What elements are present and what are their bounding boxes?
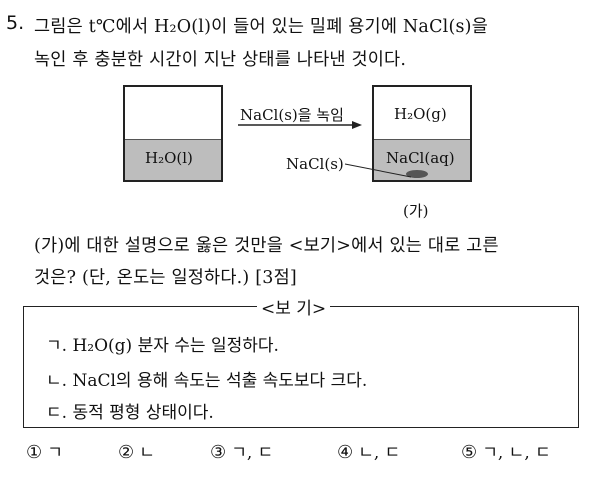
choice-4[interactable]: ④ ㄴ, ㄷ <box>337 438 400 463</box>
prompt-line1: (가)에 대한 설명으로 옳은 것만을 <보기>에서 있는 대로 고른 <box>34 236 499 256</box>
choice-5-text: ㄱ, ㄴ, ㄷ <box>482 443 551 463</box>
bogi-title: <보 기> <box>257 294 331 319</box>
solid-precipitate-icon <box>406 170 428 178</box>
solid-pointer-label: NaCl(s) <box>286 155 344 173</box>
choice-2-text: ㄴ <box>139 443 155 463</box>
question-number: 5. <box>6 12 25 34</box>
choice-2[interactable]: ② ㄴ <box>118 438 155 463</box>
choice-3[interactable]: ③ ㄱ, ㄷ <box>210 438 273 463</box>
prompt-line2: 것은? (단, 온도는 일정하다.) [3점] <box>34 268 297 288</box>
left-liquid-label: H₂O(l) <box>145 149 193 167</box>
choice-4-number: ④ <box>337 442 354 463</box>
left-liquid <box>125 139 221 180</box>
choice-2-number: ② <box>118 442 135 463</box>
choice-1-number: ① <box>26 442 43 463</box>
choice-1-text: ㄱ <box>47 443 63 463</box>
figure-caption: (가) <box>403 202 429 220</box>
choice-5-number: ⑤ <box>461 442 478 463</box>
pointer-line <box>344 163 412 178</box>
choice-5[interactable]: ⑤ ㄱ, ㄴ, ㄷ <box>461 438 551 463</box>
choice-4-text: ㄴ, ㄷ <box>358 443 401 463</box>
choice-3-number: ③ <box>210 442 227 463</box>
vapor-label: H₂O(g) <box>394 105 447 123</box>
solution-label: NaCl(aq) <box>386 149 455 167</box>
question-text-line1: 그림은 t℃에서 H₂O(l)이 들어 있는 밀폐 용기에 NaCl(s)을 <box>34 17 488 37</box>
question-text-line2: 녹인 후 충분한 시간이 지난 상태를 나타낸 것이다. <box>34 50 407 70</box>
choice-3-text: ㄱ, ㄷ <box>231 443 274 463</box>
arrow-label: NaCl(s)을 녹임 <box>240 106 344 124</box>
choice-1[interactable]: ① ㄱ <box>26 438 63 463</box>
bogi-item-1: ㄱ. H₂O(g) 분자 수는 일정하다. <box>46 336 279 356</box>
bogi-item-2: ㄴ. NaCl의 용해 속도는 석출 속도보다 크다. <box>46 371 368 391</box>
right-arrow-icon <box>238 121 362 129</box>
bogi-item-3: ㄷ. 동적 평형 상태이다. <box>46 403 214 423</box>
left-container: H₂O(l) <box>123 85 223 182</box>
